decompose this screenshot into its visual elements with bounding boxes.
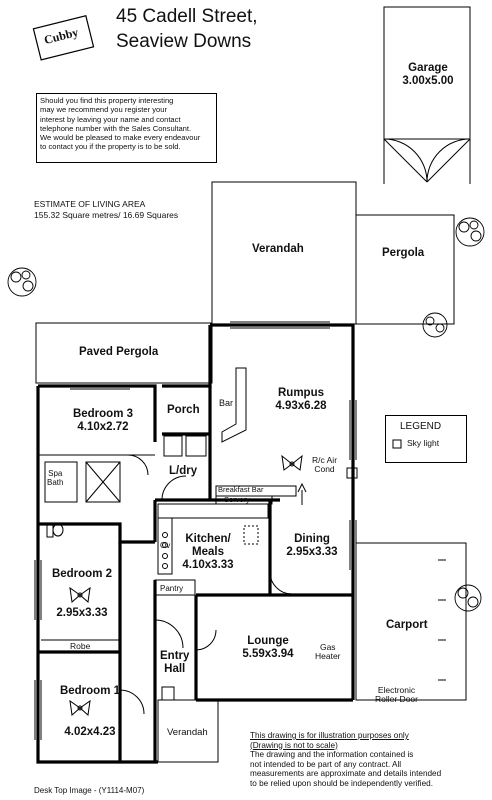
robe-label: Robe <box>70 641 91 651</box>
rumpus-fan-icon <box>281 454 303 471</box>
kitchen-name: Kitchen/ Meals <box>185 533 231 559</box>
carport-label: Carport <box>386 619 428 631</box>
laundry-fixtures <box>161 435 207 501</box>
dining-dims: 2.95x3.33 <box>286 546 338 559</box>
bedroom2-dims: 2.95x3.33 <box>56 607 108 619</box>
bedroom2-name: Bedroom 2 <box>51 568 113 580</box>
bedroom3-label: Bedroom 3 4.10x2.72 <box>68 408 138 434</box>
porch-label: Porch <box>167 404 200 416</box>
disclaimer-line1: This drawing is for illustration purpose… <box>250 731 409 740</box>
kitchen-dims: 4.10x3.33 <box>182 559 234 572</box>
dining-label: Dining 2.95x3.33 <box>281 533 343 559</box>
entry-doors <box>119 619 217 715</box>
lounge-dims: 5.59x3.94 <box>242 648 294 661</box>
footer-ref: Desk Top Image - (Y1114-M07) <box>34 786 145 795</box>
garage-dims: 3.00x5.00 <box>402 75 454 88</box>
notice-line: telephone number with the Sales Consulta… <box>40 123 192 133</box>
servery-label: Servery <box>224 495 250 504</box>
notice-line: to contact you if the property is to be … <box>40 142 181 152</box>
verandah-bottom-label: Verandah <box>167 727 208 738</box>
verandah-bottom-outline <box>157 699 219 763</box>
disclaimer-body: not intended to be part of any contract.… <box>250 759 402 769</box>
bedroom2-fan-icon <box>69 586 91 603</box>
house-walls <box>36 323 355 764</box>
window-marks <box>34 321 357 740</box>
legend: LEGEND Sky light <box>385 415 467 463</box>
rumpus-arrow <box>297 482 307 505</box>
notice-line: interest by leaving your name and contac… <box>40 114 181 124</box>
garage-label: Garage 3.00x5.00 <box>398 62 458 88</box>
bedroom3-name: Bedroom 3 <box>72 408 134 420</box>
pergola-label: Pergola <box>382 247 425 259</box>
breakfast-bar-label: Breakfast Bar <box>218 485 264 494</box>
verandah-top-label: Verandah <box>252 243 304 255</box>
bedroom1-name: Bedroom 1 <box>59 685 121 697</box>
bar-counter <box>221 367 247 443</box>
dining-door <box>269 571 293 595</box>
living-area-heading: ESTIMATE OF LIVING AREA <box>34 199 146 209</box>
kitchen-fixtures <box>154 503 269 596</box>
paved-pergola-label: Paved Pergola <box>79 346 159 358</box>
roller-door-label: Electronic Roller Door <box>375 685 418 705</box>
spa-bath-label: Spa Bath <box>47 469 64 487</box>
notice-line: Should you find this property interestin… <box>40 96 174 105</box>
address-line2: Seaview Downs <box>116 31 252 52</box>
bar-label: Bar <box>219 398 234 408</box>
notice-line: may we recommend you register your <box>40 105 168 115</box>
dining-name: Dining <box>294 533 330 545</box>
legend-skylight-label: Sky light <box>407 438 440 448</box>
disclaimer-body: to be relied upon should be independentl… <box>250 778 433 788</box>
address-line1: 45 Cadell Street, <box>116 6 258 27</box>
lounge-name: Lounge <box>247 635 289 647</box>
disclaimer: This drawing is for illustration purpose… <box>250 731 486 789</box>
aircon-unit <box>346 467 358 479</box>
interest-notice: Should you find this property interestin… <box>36 93 217 163</box>
entry-hall-label: Entry Hall <box>160 650 190 676</box>
bedroom1-fan-icon <box>69 699 91 716</box>
rumpus-label: Rumpus 4.93x6.28 <box>266 387 336 413</box>
pantry-label: Pantry <box>160 584 184 593</box>
bedroom1-dims: 4.02x4.23 <box>64 726 116 738</box>
ensuite-fixtures <box>38 454 155 538</box>
disclaimer-line2: (Drawing is not to scale) <box>250 740 338 750</box>
garage-outline <box>383 6 471 184</box>
notice-line: We would be pleased to make every endeav… <box>40 133 201 142</box>
legend-title: LEGEND <box>400 421 442 432</box>
lounge-label: Lounge 5.59x3.94 <box>236 635 300 661</box>
rc-air-label: R/c Air Cond <box>312 455 338 475</box>
cubby-outline <box>32 15 95 61</box>
bedroom2-label: Bedroom 2 <box>48 568 116 581</box>
ov-label: Ov <box>160 541 171 550</box>
tree-icons <box>7 217 485 612</box>
rumpus-name: Rumpus <box>278 387 324 399</box>
gas-heater-label: Gas Heater <box>315 642 341 662</box>
disclaimer-body: The drawing and the information containe… <box>250 750 414 760</box>
living-area-value: 155.32 Square metres/ 16.69 Squares <box>34 210 179 220</box>
carport-outline <box>355 542 467 701</box>
skylight-symbol <box>392 439 402 449</box>
rumpus-dims: 4.93x6.28 <box>275 400 327 413</box>
bedroom1-label: Bedroom 1 <box>55 685 125 698</box>
disclaimer-body: measurements are approximate and details… <box>250 769 442 779</box>
ldry-label: L/dry <box>169 465 198 477</box>
kitchen-label: Kitchen/ Meals 4.10x3.33 <box>178 533 238 573</box>
garage-name: Garage <box>408 62 448 74</box>
bedroom3-dims: 4.10x2.72 <box>77 421 129 434</box>
